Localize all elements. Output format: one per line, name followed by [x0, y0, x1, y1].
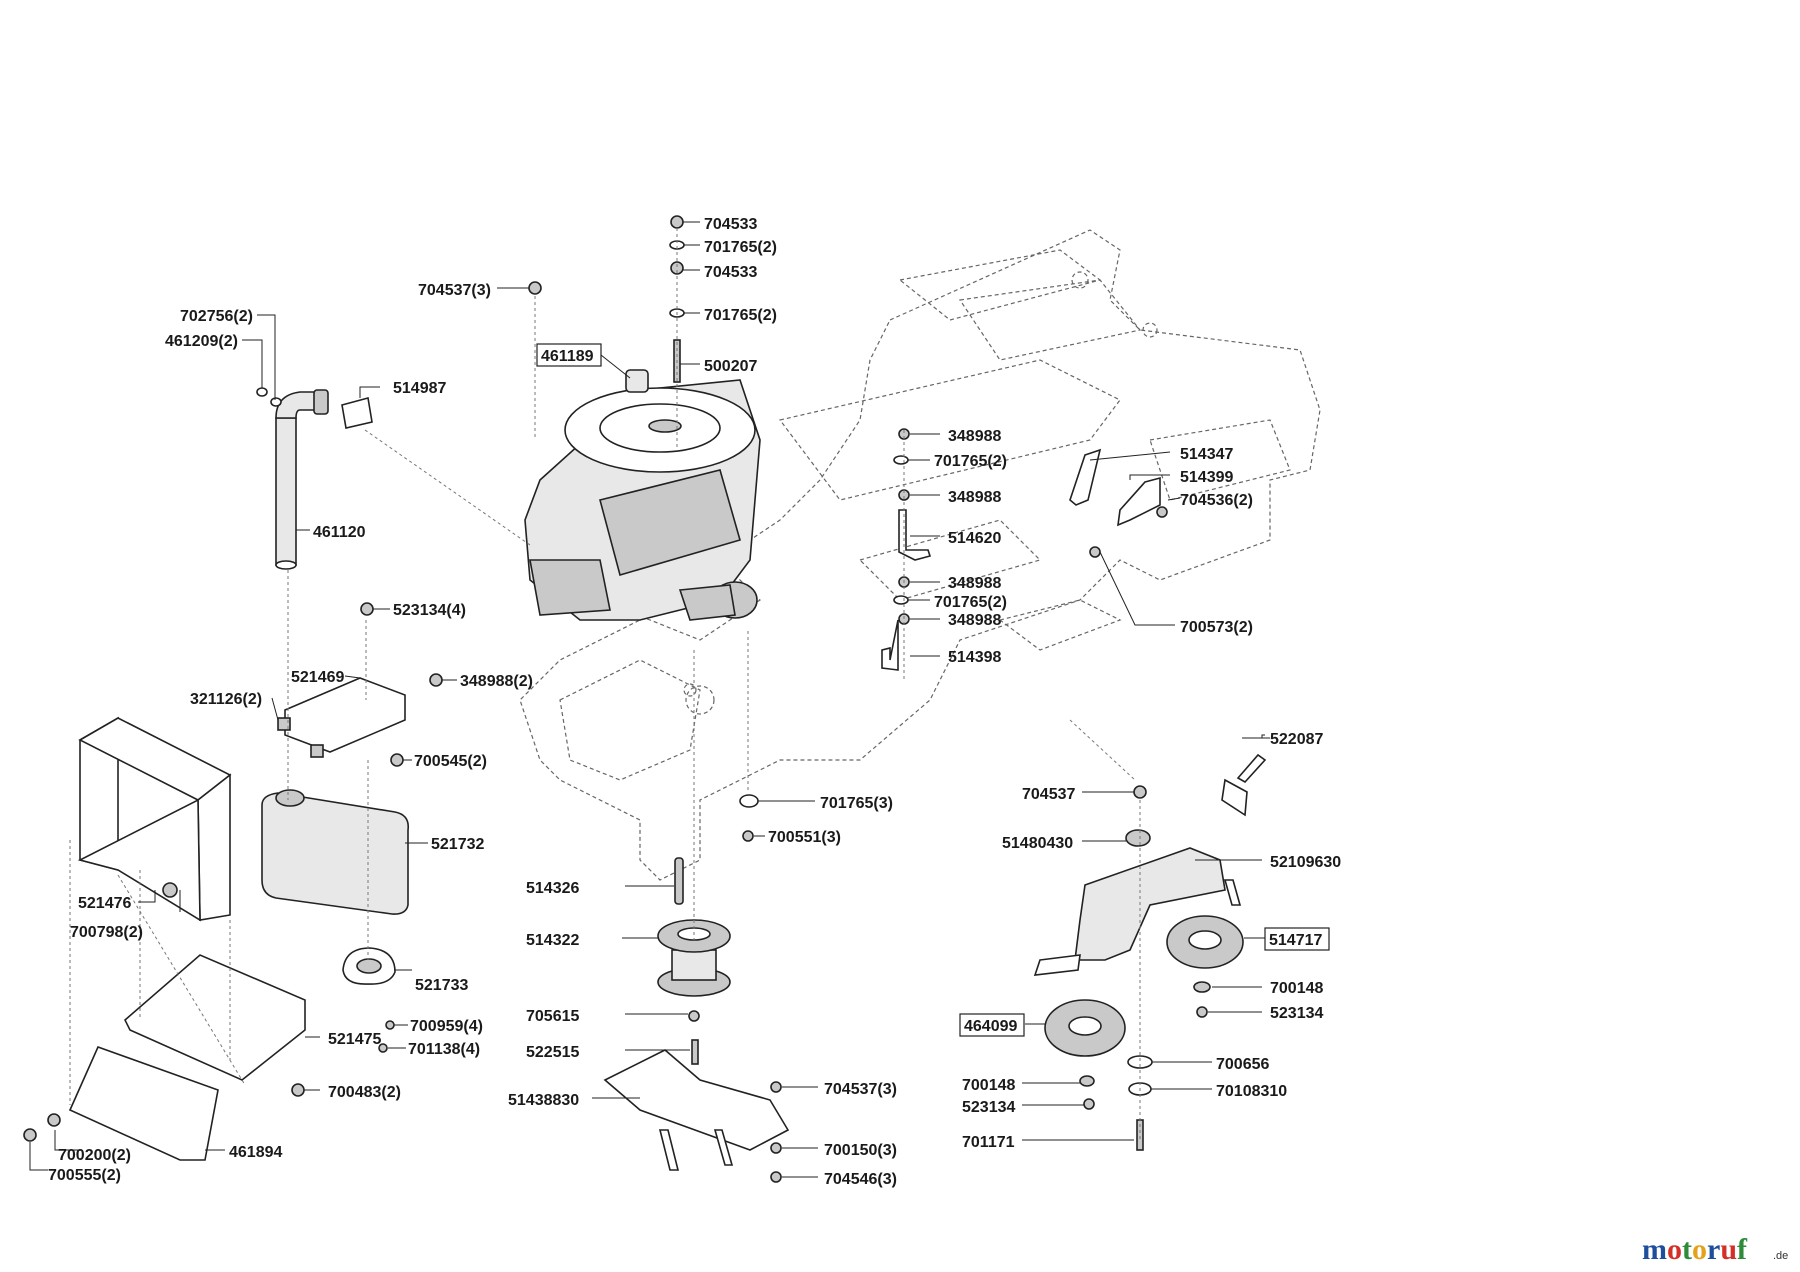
label-521469: 521469 [291, 669, 344, 686]
logo-suffix: .de [1773, 1250, 1788, 1262]
label-704536-2: 704536(2) [1180, 492, 1253, 509]
label-514398: 514398 [948, 649, 1001, 666]
label-522087: 522087 [1270, 731, 1323, 748]
label-348988-2: 348988(2) [460, 673, 533, 690]
label-701765-3: 701765(3) [820, 795, 893, 812]
label-704546-3: 704546(3) [824, 1171, 897, 1188]
logo-letter: o [1667, 1233, 1682, 1266]
label-70108310: 70108310 [1216, 1083, 1287, 1100]
label-701138-4: 701138(4) [408, 1041, 480, 1058]
label-500207: 500207 [704, 358, 757, 375]
label-700483-2: 700483(2) [328, 1084, 401, 1101]
label-514326: 514326 [526, 880, 579, 897]
leader-lines [29, 221, 1270, 1178]
muffler-521732 [261, 789, 410, 985]
label-704537-3-top: 704537(3) [418, 282, 491, 299]
hardware [23, 215, 1267, 1183]
label-521732: 521732 [431, 836, 484, 853]
label-514322: 514322 [526, 932, 579, 949]
label-461120: 461120 [313, 524, 366, 541]
label-705615: 705615 [526, 1008, 579, 1025]
label-514987: 514987 [393, 380, 446, 397]
bracket-51438830 [603, 1049, 790, 1171]
label-701765-second: 701765(2) [704, 307, 777, 324]
label-523134-a: 523134 [1270, 1005, 1323, 1022]
label-700545-2: 700545(2) [414, 753, 487, 770]
assembly-lines [69, 228, 1141, 1140]
label-700200-2: 700200(2) [58, 1147, 131, 1164]
label-348988-d: 348988 [948, 612, 1001, 629]
motoruf-logo: motoruf .de [1642, 1233, 1788, 1266]
label-701765-top: 701765(2) [704, 239, 777, 256]
label-52109630: 52109630 [1270, 854, 1341, 871]
label-461894: 461894 [229, 1144, 282, 1161]
label-700148-a: 700148 [1270, 980, 1323, 997]
label-521476: 521476 [78, 895, 131, 912]
label-461189: 461189 [541, 348, 594, 365]
heat-shields [68, 716, 306, 1161]
label-704537: 704537 [1022, 786, 1075, 803]
label-700959-4: 700959(4) [410, 1018, 483, 1035]
label-51438830: 51438830 [508, 1092, 579, 1109]
label-701765-2-d: 701765(2) [934, 594, 1007, 611]
exhaust-pipe-461120 [256, 387, 373, 570]
label-348988-b: 348988 [948, 489, 1001, 506]
logo-letter: u [1720, 1233, 1737, 1266]
label-514347: 514347 [1180, 446, 1233, 463]
logo-letter: f [1737, 1233, 1748, 1266]
label-514717: 514717 [1269, 932, 1322, 949]
boxed-labels [536, 343, 1330, 1037]
label-701765-2-c: 701765(2) [934, 453, 1007, 470]
bracket-521469 [277, 677, 406, 758]
pulley-514322 [657, 857, 731, 997]
label-514399: 514399 [1180, 469, 1233, 486]
logo-wordmark: motoruf [1642, 1233, 1748, 1266]
label-521475: 521475 [328, 1031, 381, 1048]
logo-letter: t [1682, 1233, 1692, 1266]
label-464099: 464099 [964, 1018, 1017, 1035]
label-704533-top: 704533 [704, 216, 757, 233]
label-461209: 461209(2) [165, 333, 238, 350]
part-labels: 704533 701765(2) 704533 701765(2) 500207… [48, 216, 1341, 1188]
label-702756: 702756(2) [180, 308, 253, 325]
label-700150-3: 700150(3) [824, 1142, 897, 1159]
label-348988-a: 348988 [948, 428, 1001, 445]
label-701171: 701171 [962, 1134, 1015, 1151]
label-51480430: 51480430 [1002, 835, 1073, 852]
label-321126-2: 321126(2) [190, 691, 262, 708]
label-700551-3: 700551(3) [768, 829, 841, 846]
logo-letter: r [1707, 1233, 1720, 1266]
label-700573-2: 700573(2) [1180, 619, 1253, 636]
label-348988-c: 348988 [948, 575, 1001, 592]
logo-letter: m [1642, 1233, 1667, 1266]
label-521733: 521733 [415, 977, 468, 994]
label-704533-second: 704533 [704, 264, 757, 281]
logo-letter: o [1692, 1233, 1707, 1266]
label-704537-3-b: 704537(3) [824, 1081, 897, 1098]
label-522515: 522515 [526, 1044, 579, 1061]
label-700798-2: 700798(2) [70, 924, 143, 941]
engine-461189 [524, 369, 761, 621]
label-700656: 700656 [1216, 1056, 1269, 1073]
tensioner-arm-52109630 [1033, 778, 1248, 1057]
label-523134-4: 523134(4) [393, 602, 466, 619]
label-700148-b: 700148 [962, 1077, 1015, 1094]
label-514620: 514620 [948, 530, 1001, 547]
label-523134-b: 523134 [962, 1099, 1015, 1116]
label-700555-2: 700555(2) [48, 1167, 121, 1184]
